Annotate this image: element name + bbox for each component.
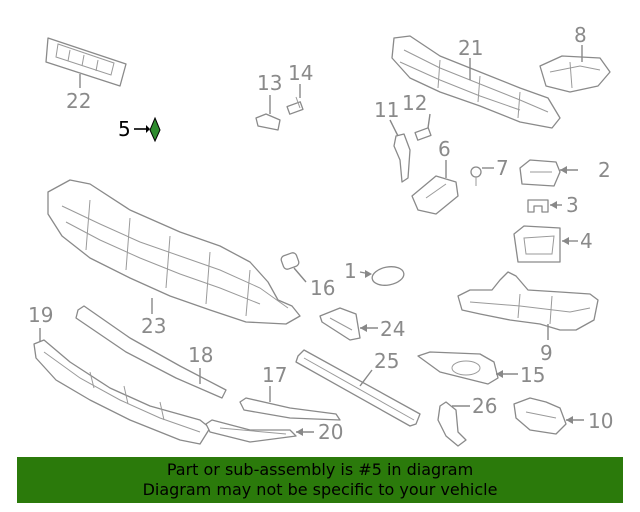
part-3-clip	[527, 199, 549, 213]
callout-21: 21	[458, 36, 483, 60]
leader-15-arrow	[496, 370, 503, 378]
callout-22: 22	[66, 89, 91, 113]
callout-18: 18	[188, 343, 213, 367]
part-9-side-mount	[457, 271, 599, 331]
part-4-trim-cover	[513, 225, 561, 263]
callout-16: 16	[310, 276, 335, 300]
callout-8: 8	[574, 23, 587, 47]
parts-diagram-svg: 22 5 13 14 21 8 11 12	[28, 23, 613, 447]
part-21-reinforcement-beam	[391, 35, 561, 129]
callout-4: 4	[580, 229, 593, 253]
leader-1-arrow	[365, 270, 372, 278]
callout-23: 23	[141, 314, 166, 338]
part-17-trim-strip	[239, 397, 341, 421]
parts-diagram: 22 5 13 14 21 8 11 12	[28, 23, 613, 447]
leader-25	[359, 369, 373, 387]
callout-19: 19	[28, 303, 53, 327]
callout-11: 11	[374, 98, 399, 122]
leader-16	[293, 267, 307, 283]
part-13-bracket	[255, 113, 281, 131]
callout-17: 17	[262, 363, 287, 387]
part-24-bracket-plate	[319, 307, 361, 341]
leader-20-arrow	[296, 428, 303, 436]
part-22-plate-bracket	[45, 37, 127, 87]
callout-24: 24	[380, 317, 405, 341]
part-12-bolt	[414, 127, 432, 141]
leader-12	[427, 113, 431, 129]
callout-1: 1	[344, 259, 357, 283]
part-8-side-bracket	[539, 55, 611, 93]
leader-11	[389, 119, 399, 137]
part-11-bracket-strip	[393, 133, 411, 183]
callout-7: 7	[496, 156, 509, 180]
callout-9: 9	[540, 341, 553, 365]
info-banner: Part or sub-assembly is #5 in diagram Di…	[17, 457, 623, 503]
callout-26: 26	[472, 394, 497, 418]
callout-20: 20	[318, 420, 343, 444]
part-5-clip	[149, 116, 161, 143]
part-7-screw	[470, 166, 482, 186]
part-20-trim-strip	[205, 419, 297, 443]
leader-10-arrow	[566, 416, 573, 424]
callout-14: 14	[288, 61, 313, 85]
leader-3-arrow	[550, 201, 557, 209]
callout-10: 10	[588, 409, 613, 433]
part-26-bracket	[437, 401, 467, 447]
leader-4-arrow	[562, 237, 569, 245]
callout-6: 6	[438, 137, 451, 161]
part-15-fog-bezel	[417, 351, 499, 385]
part-23-undercover	[47, 179, 301, 325]
part-18-molding-strip	[75, 305, 227, 399]
callout-25: 25	[374, 349, 399, 373]
callout-15: 15	[520, 363, 545, 387]
part-1-cap	[371, 266, 405, 286]
part-19-lower-grille	[33, 339, 211, 445]
banner-line-disclaimer: Diagram may not be specific to your vehi…	[142, 480, 498, 499]
part-14-bolt	[286, 96, 304, 115]
part-25-long-molding	[295, 349, 421, 427]
callout-3: 3	[566, 193, 579, 217]
callout-2: 2	[598, 158, 611, 182]
part-6-bracket	[411, 175, 459, 215]
part-2-bracket	[519, 159, 561, 187]
callout-5: 5	[118, 117, 131, 141]
banner-line-part: Part or sub-assembly is #5 in diagram	[166, 460, 474, 479]
leader-2-arrow	[560, 166, 567, 174]
leader-24-arrow	[360, 324, 367, 332]
callout-13: 13	[257, 71, 282, 95]
part-16-plug	[280, 252, 300, 270]
part-10-mount-bracket	[513, 397, 567, 435]
leader-5-arrow	[146, 125, 150, 133]
callout-12: 12	[402, 91, 427, 115]
